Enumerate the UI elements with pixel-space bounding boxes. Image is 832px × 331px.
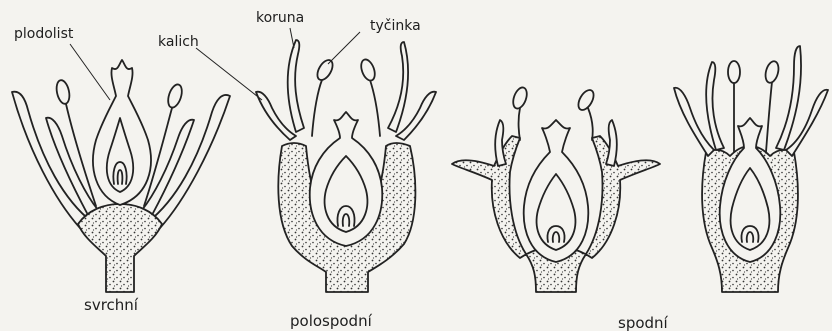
flower-inferior-a-pistil [524, 120, 589, 262]
caption-half-inferior: polospodní [290, 312, 373, 330]
label-koruna: koruna [256, 10, 304, 26]
leader-plodolist [70, 44, 110, 100]
flower-inferior-a-petal-right [606, 120, 617, 166]
flower-superior [12, 60, 230, 292]
flower-half-inferior-petal-left [288, 40, 304, 132]
flower-inferior-a [452, 86, 660, 292]
label-kalich: kalich [158, 34, 199, 50]
flower-inferior-b-pistil [720, 118, 781, 262]
label-tycinka: tyčinka [370, 18, 421, 34]
flower-inferior-b [674, 46, 828, 292]
flower-superior-sepal-right [148, 95, 230, 228]
flower-inferior-b-stamen-right-filament [766, 82, 772, 152]
flower-inferior-b-stamen-left-anther [728, 61, 740, 83]
caption-inferior: spodní [618, 314, 669, 331]
flower-inferior-a-stamen-left-filament [519, 108, 521, 140]
leader-tycinka [328, 32, 360, 64]
flower-half-inferior-stamen-right-filament [370, 80, 380, 136]
flower-inferior-b-petal-left [706, 62, 724, 150]
flower-inferior-a-petal-left [495, 120, 506, 166]
flower-inferior-b-petal-right [776, 46, 801, 150]
flower-superior-stamen-left-anther [55, 79, 72, 105]
flower-half-inferior [256, 40, 436, 292]
flower-inferior-a-stamen-left-anther [511, 86, 530, 111]
flower-superior-petal-left [46, 118, 98, 215]
flower-half-inferior-pistil [310, 112, 382, 246]
caption-superior: svrchní [84, 296, 139, 314]
leader-kalich [196, 48, 262, 100]
flower-half-inferior-stamen-left-anther [314, 57, 335, 82]
flower-half-inferior-petal-right [388, 42, 408, 132]
flower-inferior-a-stamen-right-anther [575, 87, 596, 112]
flower-inferior-b-stamen-right-anther [763, 60, 780, 84]
flower-half-inferior-stamen-right-anther [359, 58, 378, 83]
flower-half-inferior-stamen-left-filament [312, 80, 322, 136]
leader-koruna [290, 28, 294, 48]
label-plodolist: plodolist [14, 26, 74, 42]
flower-inferior-a-stamen-right-filament [588, 108, 593, 140]
flower-superior-sepal-left [12, 92, 92, 228]
flower-superior-receptacle [78, 204, 162, 292]
flower-superior-stamen-right-anther [166, 83, 185, 110]
